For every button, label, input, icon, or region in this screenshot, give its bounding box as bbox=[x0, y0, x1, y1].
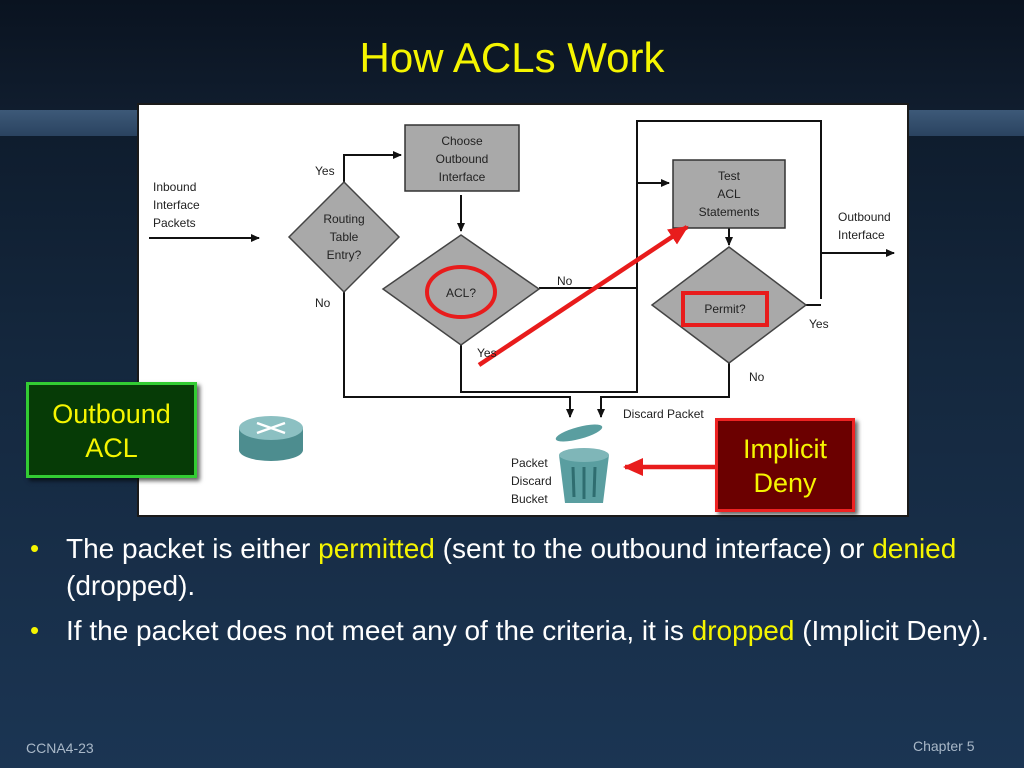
acl-decision-diamond bbox=[381, 234, 541, 346]
footer-left: CCNA4-23 bbox=[26, 740, 94, 756]
implicit-deny-line-2: Deny bbox=[753, 468, 817, 498]
test-label-1: Test bbox=[718, 169, 741, 183]
acl-no-label: No bbox=[557, 274, 573, 288]
bullet-2-dropped: dropped bbox=[691, 615, 795, 646]
acl-yes-label: Yes bbox=[477, 346, 497, 360]
diagram-labels: Inbound Interface Packets Routing Table … bbox=[153, 134, 891, 506]
bullet-1-text-1: The packet is either bbox=[66, 533, 319, 564]
title-bar bbox=[0, 0, 1024, 110]
red-arrow-to-test bbox=[477, 225, 689, 367]
inbound-label-1: Inbound bbox=[153, 180, 196, 194]
bullet-item: • If the packet does not meet any of the… bbox=[26, 612, 996, 649]
bucket-label-3: Bucket bbox=[511, 492, 548, 506]
routing-yes-label: Yes bbox=[315, 164, 335, 178]
implicit-deny-callout: Implicit Deny bbox=[715, 418, 855, 512]
permit-no-label: No bbox=[749, 370, 765, 384]
outbound-label-2: Interface bbox=[838, 228, 885, 242]
routing-no-label: No bbox=[315, 296, 331, 310]
flowchart-svg: Inbound Interface Packets Routing Table … bbox=[149, 120, 895, 506]
acl-label: ACL? bbox=[446, 286, 476, 300]
bullet-2-text-2: (Implicit Deny). bbox=[794, 615, 989, 646]
routing-label-1: Routing bbox=[323, 212, 364, 226]
bullet-1-text-3: (dropped). bbox=[66, 570, 196, 601]
outbound-acl-line-2: ACL bbox=[85, 433, 138, 463]
choose-outbound-box bbox=[404, 124, 520, 192]
flow-lines bbox=[149, 120, 895, 418]
test-label-3: Statements bbox=[699, 205, 760, 219]
test-acl-box bbox=[672, 159, 786, 229]
outbound-acl-line-1: Outbound bbox=[52, 399, 171, 429]
bullet-item: • The packet is either permitted (sent t… bbox=[26, 530, 996, 604]
permit-yes-label: Yes bbox=[809, 317, 829, 331]
discard-packet-label: Discard Packet bbox=[623, 407, 704, 421]
permit-highlight-box bbox=[681, 291, 769, 327]
implicit-deny-line-1: Implicit bbox=[742, 434, 827, 464]
choose-label-3: Interface bbox=[439, 170, 486, 184]
bucket-label-1: Packet bbox=[511, 456, 548, 470]
bullet-1-denied: denied bbox=[872, 533, 957, 564]
routing-label-3: Entry? bbox=[327, 248, 362, 262]
choose-label-1: Choose bbox=[441, 134, 483, 148]
outbound-label-1: Outbound bbox=[838, 210, 891, 224]
bullet-list: • The packet is either permitted (sent t… bbox=[26, 530, 996, 657]
footer-right: Chapter 5 bbox=[913, 738, 975, 754]
slide-title: How ACLs Work bbox=[359, 34, 665, 81]
choose-label-2: Outbound bbox=[436, 152, 489, 166]
router-icon bbox=[239, 416, 303, 461]
permit-label: Permit? bbox=[704, 302, 746, 316]
routing-decision-diamond bbox=[287, 180, 401, 294]
acl-highlight-circle bbox=[425, 265, 497, 319]
discard-bucket-icon bbox=[555, 424, 609, 503]
bullet-2-text-1: If the packet does not meet any of the c… bbox=[66, 615, 692, 646]
inbound-label-3: Packets bbox=[153, 216, 196, 230]
bullet-1-text-2: (sent to the outbound interface) or bbox=[434, 533, 873, 564]
routing-label-2: Table bbox=[330, 230, 359, 244]
inbound-label-2: Interface bbox=[153, 198, 200, 212]
permit-decision-diamond bbox=[650, 246, 808, 364]
bullet-dot: • bbox=[30, 615, 40, 645]
test-label-2: ACL bbox=[717, 187, 741, 201]
outbound-acl-callout: Outbound ACL bbox=[26, 382, 197, 478]
bucket-label-2: Discard bbox=[511, 474, 552, 488]
bullet-dot: • bbox=[30, 533, 40, 563]
bullet-1-permitted: permitted bbox=[318, 533, 435, 564]
